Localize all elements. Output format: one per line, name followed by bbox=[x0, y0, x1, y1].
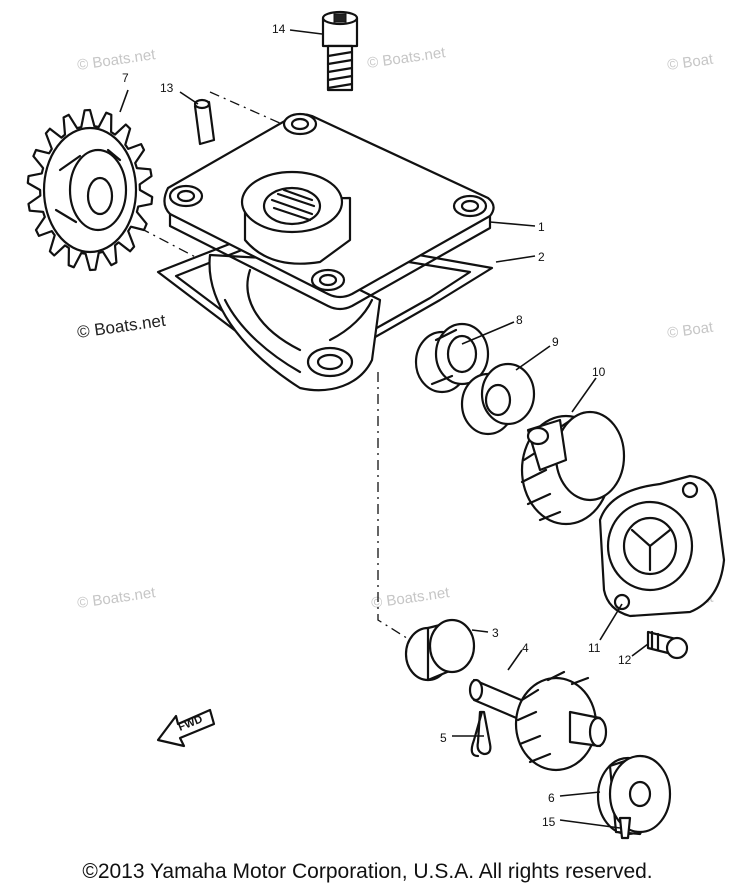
driven-gear-part-10 bbox=[520, 410, 626, 526]
callout-10: 10 bbox=[592, 365, 606, 379]
leader-11 bbox=[599, 603, 623, 641]
leader-15 bbox=[559, 819, 621, 829]
callout-5: 5 bbox=[440, 731, 447, 745]
callout-13: 13 bbox=[160, 81, 174, 95]
leader-10 bbox=[571, 377, 597, 413]
assembly-line-shaft bbox=[377, 372, 411, 641]
leader-2 bbox=[495, 255, 536, 263]
leader-4 bbox=[507, 649, 523, 671]
leader-8 bbox=[461, 321, 515, 345]
callout-7: 7 bbox=[122, 71, 129, 85]
watermark-5: © Boat bbox=[666, 319, 715, 342]
callout-2: 2 bbox=[538, 250, 545, 264]
leader-3 bbox=[471, 629, 489, 633]
callout-8: 8 bbox=[516, 313, 523, 327]
callout-6: 6 bbox=[548, 791, 555, 805]
washer-part-6 bbox=[596, 754, 672, 836]
watermark-6: © Boats.net bbox=[76, 584, 157, 612]
cotter-pin-part-5 bbox=[470, 710, 492, 758]
leader-1 bbox=[489, 221, 536, 227]
drive-gear-part-4 bbox=[468, 670, 608, 772]
screw-part-12 bbox=[646, 630, 689, 660]
pump-housing-part-1 bbox=[163, 112, 495, 392]
callout-1: 1 bbox=[538, 220, 545, 234]
dowel-pin-part-13 bbox=[193, 98, 216, 146]
watermark-2: © Boats.net bbox=[366, 44, 447, 72]
callout-15: 15 bbox=[542, 815, 556, 829]
watermark-4: © Boats.net bbox=[76, 311, 167, 342]
cover-part-11 bbox=[598, 474, 726, 618]
leader-12 bbox=[631, 643, 649, 657]
callout-4: 4 bbox=[522, 641, 529, 655]
pin-part-15 bbox=[618, 816, 632, 840]
watermark-1: © Boats.net bbox=[76, 46, 157, 74]
leader-9 bbox=[515, 345, 551, 371]
bushing-part-9 bbox=[460, 362, 536, 436]
spur-gear-part-7 bbox=[26, 108, 154, 272]
bolt-part-14 bbox=[321, 10, 359, 92]
collar-part-3 bbox=[404, 618, 476, 682]
watermark-3: © Boat bbox=[666, 51, 715, 74]
leader-14 bbox=[289, 29, 323, 35]
leader-13 bbox=[179, 91, 199, 105]
leader-7 bbox=[119, 89, 129, 113]
leader-6 bbox=[559, 791, 601, 797]
callout-12: 12 bbox=[618, 653, 632, 667]
callout-11: 11 bbox=[588, 641, 601, 655]
fwd-arrow: FWD bbox=[156, 708, 216, 748]
callout-9: 9 bbox=[552, 335, 559, 349]
callout-14: 14 bbox=[272, 22, 286, 36]
copyright-notice: ©2013 Yamaha Motor Corporation, U.S.A. A… bbox=[82, 860, 653, 883]
watermark-7: © Boats.net bbox=[370, 584, 451, 612]
callout-3: 3 bbox=[492, 626, 499, 640]
